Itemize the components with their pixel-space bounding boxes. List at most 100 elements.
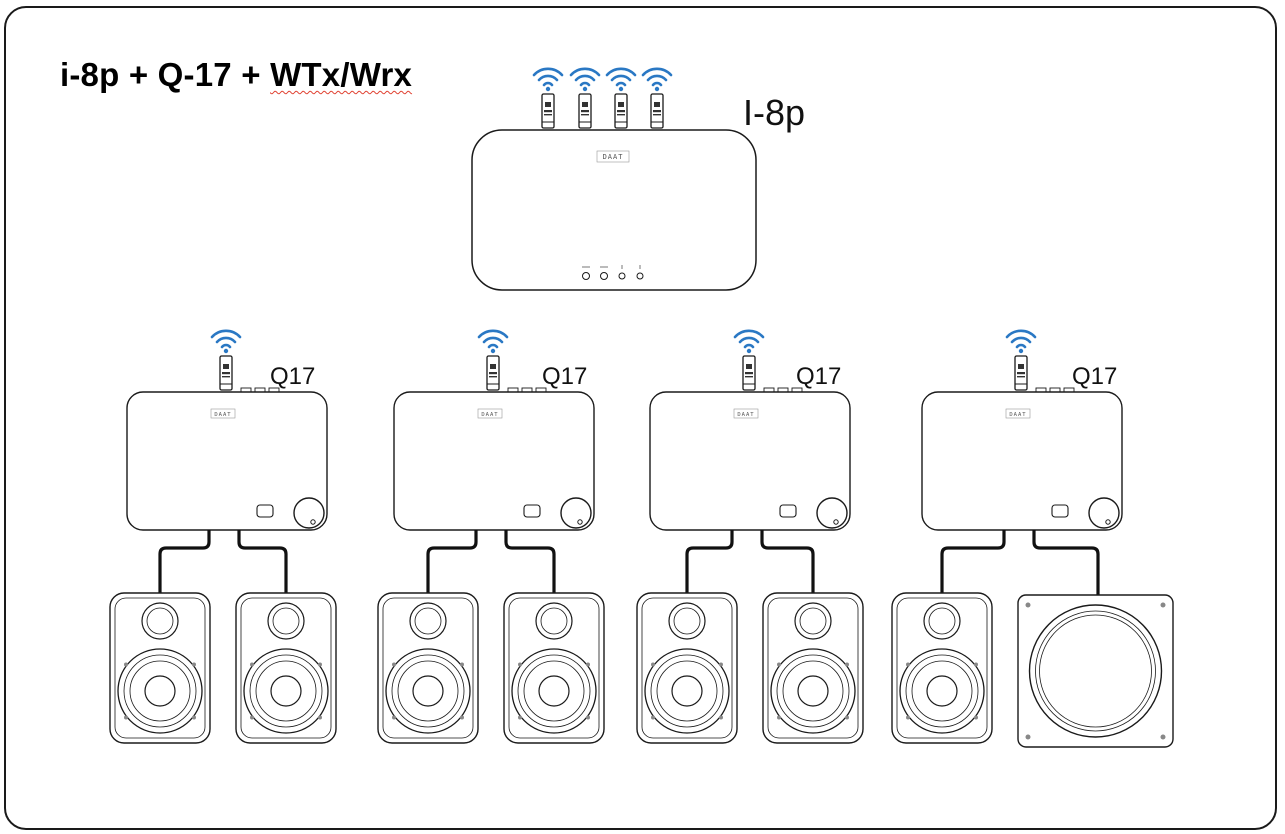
speaker-cabinet-inner <box>240 597 332 739</box>
antenna-icon <box>541 93 555 129</box>
woofer-dustcap <box>797 675 829 707</box>
q17-brand-text: DAAT <box>481 412 498 418</box>
woofer-surround <box>249 654 323 728</box>
screw <box>392 662 396 667</box>
knob-indicator <box>577 519 583 525</box>
screw <box>250 662 254 667</box>
screw <box>250 715 254 720</box>
screw <box>518 715 522 720</box>
tweeter-inner <box>540 607 568 635</box>
i8p-antenna-1 <box>532 67 564 129</box>
antenna-icon <box>219 355 233 391</box>
woofer-surround <box>776 654 850 728</box>
q17-brand-text: DAAT <box>737 412 754 418</box>
woofer-cone <box>911 660 973 722</box>
woofer-surround <box>517 654 591 728</box>
woofer-dustcap <box>412 675 444 707</box>
diagram-title: i-8p + Q-17 + WTx/Wrx <box>60 56 412 94</box>
screw <box>318 715 322 720</box>
speaker-2-right <box>503 592 605 744</box>
screw <box>845 715 849 720</box>
antenna-icon <box>650 93 664 129</box>
antenna-icon <box>486 355 500 391</box>
woofer-dustcap <box>538 675 570 707</box>
input-button-icon <box>256 504 274 518</box>
screw <box>974 715 978 720</box>
screw <box>460 715 464 720</box>
wifi-icon <box>733 329 765 355</box>
q17-body <box>126 391 328 531</box>
q17-unit-4: DAAT <box>891 329 1174 748</box>
screw <box>1025 734 1031 740</box>
q17-body <box>393 391 595 531</box>
woofer-cone <box>782 660 844 722</box>
antenna-icon <box>578 93 592 129</box>
screw <box>392 715 396 720</box>
screw <box>586 715 590 720</box>
woofer-dustcap <box>270 675 302 707</box>
q17-unit-1: DAAT <box>109 329 337 744</box>
knob-indicator <box>310 519 316 525</box>
tweeter-inner <box>799 607 827 635</box>
speaker-cabinet-inner <box>508 597 600 739</box>
screw <box>974 662 978 667</box>
screw <box>845 662 849 667</box>
speaker-3-right <box>762 592 864 744</box>
screw <box>1160 602 1166 608</box>
q17-brand-text: DAAT <box>1009 412 1026 418</box>
input-button-icon <box>779 504 797 518</box>
screw <box>124 662 128 667</box>
speaker-cabinet-inner <box>767 597 859 739</box>
q17-brand-text: DAAT <box>214 412 231 418</box>
q17-label-1: Q17 <box>270 363 316 390</box>
q17-unit-2: DAAT <box>377 329 605 744</box>
tweeter-inner <box>414 607 442 635</box>
screw <box>1025 602 1031 608</box>
screw <box>777 662 781 667</box>
volume-knob-icon <box>560 497 592 529</box>
i8p-brand-badge <box>596 150 630 163</box>
screw <box>719 662 723 667</box>
woofer-cone <box>397 660 459 722</box>
woofer-dustcap <box>144 675 176 707</box>
input-button-icon <box>523 504 541 518</box>
screw <box>906 662 910 667</box>
speaker-cable-right <box>504 530 556 593</box>
tweeter-inner <box>928 607 956 635</box>
i8p-ports <box>582 265 644 280</box>
woofer-dustcap <box>671 675 703 707</box>
screw <box>651 662 655 667</box>
wifi-icon <box>605 67 637 93</box>
screw <box>318 662 322 667</box>
q17-body <box>649 391 851 531</box>
receivers-layer: DAAT DAAT DAAT DAAT <box>109 329 1174 748</box>
screw <box>192 715 196 720</box>
speaker-cabinet-inner <box>896 597 988 739</box>
speaker-1-right <box>235 592 337 744</box>
woofer-cone <box>656 660 718 722</box>
woofer-surround <box>905 654 979 728</box>
title-prefix: i-8p + Q-17 + <box>60 56 271 93</box>
diagram-frame <box>4 6 1277 830</box>
screw <box>586 662 590 667</box>
q17-brand-badge <box>477 408 503 419</box>
woofer-cone <box>129 660 191 722</box>
speaker-cable-left <box>940 530 1006 593</box>
tweeter-inner <box>146 607 174 635</box>
speaker-cable-right <box>237 530 288 593</box>
screw <box>906 715 910 720</box>
subwoofer-cone <box>1039 614 1152 728</box>
subwoofer-rim <box>1028 604 1163 738</box>
speaker-cable-right <box>1032 530 1100 595</box>
wifi-icon <box>569 67 601 93</box>
wifi-icon <box>1005 329 1037 355</box>
subwoofer-surround <box>1035 610 1156 732</box>
q17-brand-badge <box>1005 408 1031 419</box>
q17-label-2: Q17 <box>542 363 588 390</box>
speaker-cable-left <box>158 530 211 593</box>
woofer-surround <box>123 654 197 728</box>
input-button-icon <box>1051 504 1069 518</box>
volume-knob-icon <box>816 497 848 529</box>
speaker-cable-right <box>760 530 815 593</box>
knob-indicator <box>833 519 839 525</box>
